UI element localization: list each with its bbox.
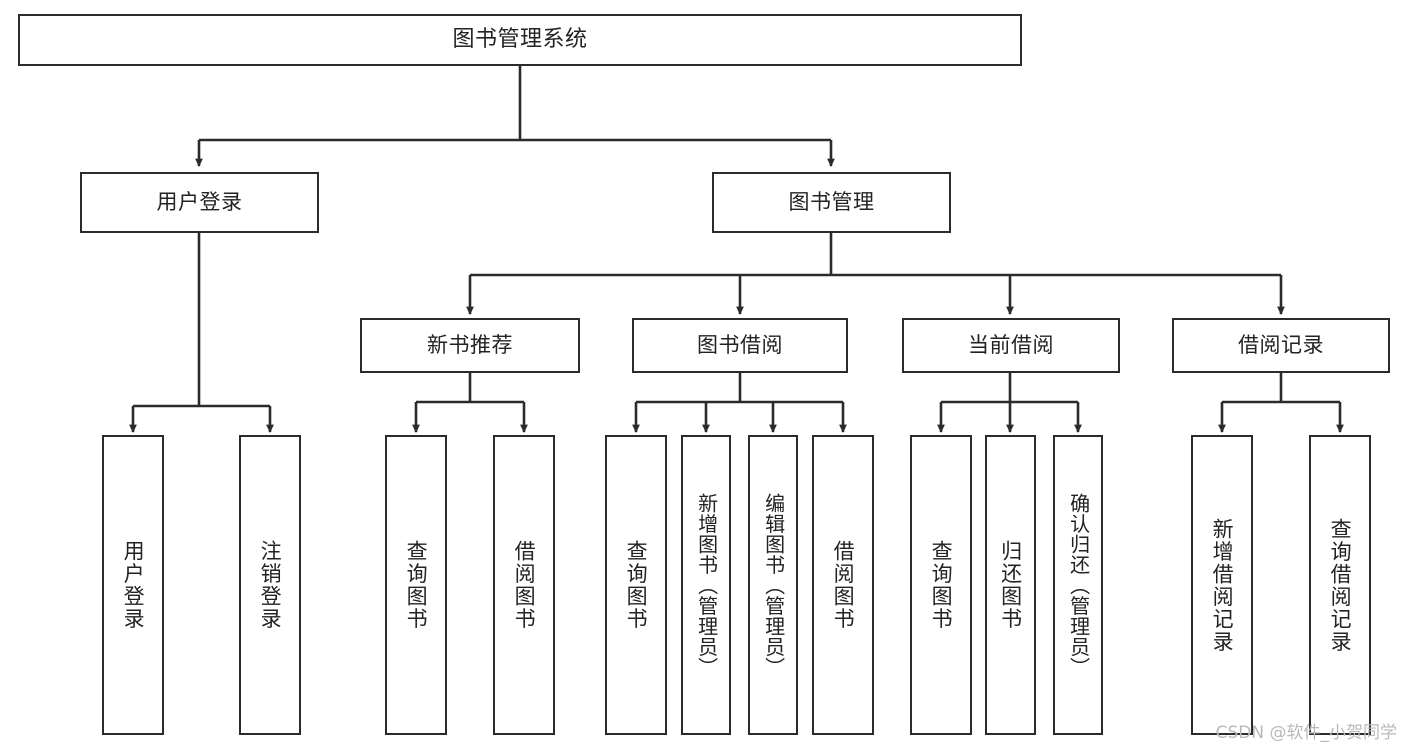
node-label: 用户登录 [121, 540, 146, 630]
node-leaf-query-book-current[interactable]: 查询图书 [910, 435, 972, 735]
node-label: 归还图书 [998, 540, 1023, 630]
node-leaf-user-login[interactable]: 用户登录 [102, 435, 164, 735]
node-user-login[interactable]: 用户登录 [80, 172, 319, 233]
node-leaf-query-borrow-record[interactable]: 查询借阅记录 [1309, 435, 1371, 735]
node-label: 新增借阅记录 [1210, 517, 1235, 653]
node-leaf-borrow-book[interactable]: 借阅图书 [812, 435, 874, 735]
node-book-borrow[interactable]: 图书借阅 [632, 318, 848, 373]
node-label: 查询借阅记录 [1328, 517, 1353, 653]
node-label: 借阅图书 [831, 540, 856, 630]
node-leaf-query-book-borrow[interactable]: 查询图书 [605, 435, 667, 735]
node-label: 当前借阅 [968, 332, 1054, 357]
node-borrow-record[interactable]: 借阅记录 [1172, 318, 1390, 373]
node-leaf-add-book-admin[interactable]: 新增图书（管理员） [681, 435, 731, 735]
node-label: 借阅图书 [512, 540, 537, 630]
node-new-book-recommend[interactable]: 新书推荐 [360, 318, 580, 373]
node-current-borrow[interactable]: 当前借阅 [902, 318, 1120, 373]
node-label: 编辑图书（管理员） [761, 492, 786, 678]
node-label: 新书推荐 [427, 332, 513, 357]
node-label: 新增图书（管理员） [694, 492, 719, 678]
csdn-watermark: CSDN @软件_小贺同学 [1215, 723, 1397, 743]
node-leaf-borrow-book-recommend[interactable]: 借阅图书 [493, 435, 555, 735]
node-label: 查询图书 [929, 540, 954, 630]
node-label: 用户登录 [156, 189, 243, 214]
node-label: 图书借阅 [697, 332, 783, 357]
node-label: 借阅记录 [1238, 332, 1324, 357]
node-label: 图书管理系统 [452, 26, 588, 52]
node-book-management[interactable]: 图书管理 [712, 172, 951, 233]
node-label: 注销登录 [258, 540, 283, 630]
node-root-book-management-system[interactable]: 图书管理系统 [18, 14, 1022, 66]
node-label: 图书管理 [788, 189, 875, 214]
node-leaf-edit-book-admin[interactable]: 编辑图书（管理员） [748, 435, 798, 735]
node-label: 查询图书 [624, 540, 649, 630]
node-label: 查询图书 [404, 540, 429, 630]
node-leaf-return-book[interactable]: 归还图书 [985, 435, 1036, 735]
node-leaf-add-borrow-record[interactable]: 新增借阅记录 [1191, 435, 1253, 735]
node-leaf-query-book-recommend[interactable]: 查询图书 [385, 435, 447, 735]
node-label: 确认归还（管理员） [1066, 492, 1091, 678]
node-leaf-user-logout[interactable]: 注销登录 [239, 435, 301, 735]
node-leaf-confirm-return-admin[interactable]: 确认归还（管理员） [1053, 435, 1103, 735]
